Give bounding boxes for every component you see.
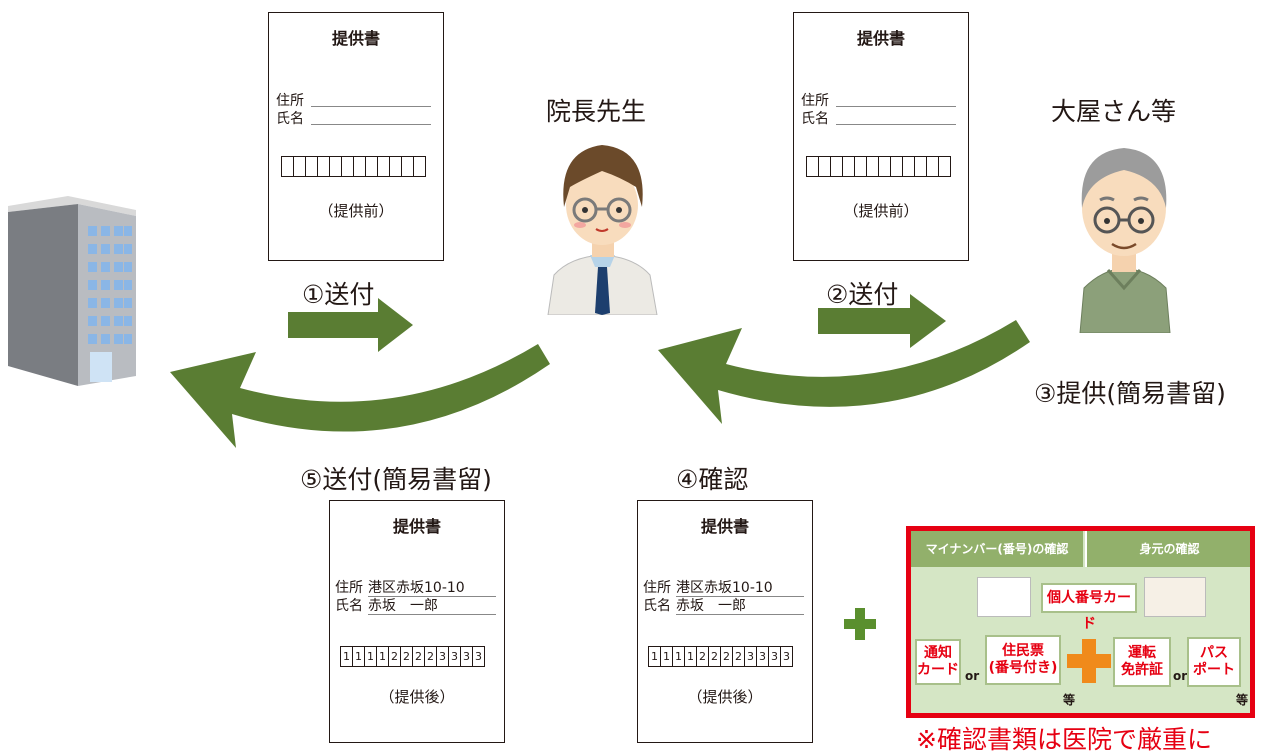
elderly-man-icon [1079,148,1171,333]
office-building-icon [8,196,136,386]
name-value: 赤坂 一郎 [676,598,746,614]
document-before-1: 提供書 住所 氏名 （提供前） [268,12,444,261]
passport: パス ポート [1187,637,1241,687]
name-label: 氏名 [335,598,363,614]
arrow-step5-icon [170,344,550,448]
name-label: 氏名 [276,111,304,127]
or-text: or [1173,669,1188,683]
document-status: （提供後） [379,688,455,706]
document-title: 提供書 [392,517,441,536]
doctor-icon [547,145,658,315]
document-before-2: 提供書 住所 氏名 （提供前） [793,12,969,261]
plus-icon [844,608,876,640]
or-text: or [965,669,980,683]
address-line [676,596,804,597]
arrow-step2-icon [818,294,946,348]
name-line [368,614,496,615]
notification-card: 通知 カード [915,639,961,685]
resident-record: 住民票 (番号付き) [985,635,1061,685]
step5-label: ⑤送付(簡易書留) [300,465,492,494]
card-image-icon [977,577,1031,617]
address-line [368,596,496,597]
address-label: 住所 [335,580,363,596]
step3-label: ③提供(簡易書留) [1034,379,1226,408]
storage-note: ※確認書類は医院で厳重に [916,725,1212,754]
id-verification-panel: マイナンバー(番号)の確認 身元の確認 個人番号カード 通知 カード or 住民… [906,526,1255,718]
personal-number-card: 個人番号カード [1041,583,1137,632]
director-label: 院長先生 [546,97,647,126]
plus-icon [1067,639,1111,683]
landlord-label: 大屋さん等 [1051,97,1177,126]
number-cells [281,156,426,177]
name-value: 赤坂 一郎 [368,598,438,614]
step2-label: ②送付 [826,280,899,309]
step4-label: ④確認 [676,465,749,494]
etc-text: 等 [1236,693,1249,707]
address-label: 住所 [801,93,829,109]
name-line [836,124,956,125]
document-status: （提供前） [843,202,919,220]
panel-header-mynumber: マイナンバー(番号)の確認 [911,531,1083,567]
name-label: 氏名 [643,598,671,614]
arrow-step1-icon [288,298,413,352]
step1-label: ①送付 [302,280,375,309]
document-title: 提供書 [856,29,905,48]
address-value: 港区赤坂10-10 [676,580,773,596]
address-value: 港区赤坂10-10 [368,580,465,596]
panel-header-identity: 身元の確認 [1085,531,1250,567]
address-label: 住所 [643,580,671,596]
document-status: （提供前） [318,202,394,220]
name-line [676,614,804,615]
drivers-license: 運転 免許証 [1113,637,1171,687]
etc-text: 等 [1063,693,1076,707]
document-title: 提供書 [331,29,380,48]
arrow-step3-icon [658,320,1030,424]
address-label: 住所 [276,93,304,109]
address-line [311,106,431,107]
card-image-icon [1144,577,1206,617]
number-cells [806,156,951,177]
address-line [836,106,956,107]
document-status: （提供後） [687,688,763,706]
name-line [311,124,431,125]
document-title: 提供書 [700,517,749,536]
name-label: 氏名 [801,111,829,127]
